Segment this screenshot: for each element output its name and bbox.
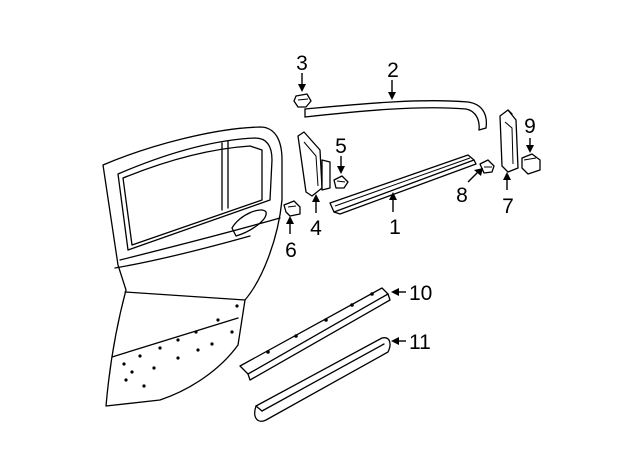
callout-3: 3 — [296, 52, 308, 75]
callout-1: 1 — [389, 216, 401, 239]
molding-clips — [266, 292, 374, 354]
callout-7: 7 — [502, 195, 514, 218]
upper-window-molding — [304, 100, 488, 131]
belt-molding — [329, 154, 477, 215]
callout-11: 11 — [409, 331, 431, 354]
rocker-molding-lower — [254, 337, 391, 422]
callout-6: 6 — [285, 239, 297, 262]
cap-part-9 — [521, 153, 541, 175]
callout-2: 2 — [387, 59, 399, 82]
rear-door — [102, 126, 283, 407]
applique-part-7 — [499, 109, 519, 173]
callout-labels: 3 2 5 4 6 1 8 7 9 10 11 — [285, 52, 536, 354]
applique-part-4 — [297, 131, 331, 197]
clip-part-3 — [293, 93, 312, 108]
callout-4: 4 — [310, 217, 322, 240]
screw-part-8 — [479, 159, 495, 174]
callout-5: 5 — [335, 135, 347, 158]
clip-part-6 — [283, 200, 301, 217]
door-clip-holes — [122, 304, 239, 388]
bolt-part-5 — [333, 175, 349, 189]
callout-10: 10 — [409, 282, 432, 305]
callout-arrows — [286, 73, 534, 345]
callout-8: 8 — [456, 184, 468, 207]
callout-9: 9 — [524, 115, 536, 138]
rocker-molding-upper — [239, 287, 391, 381]
